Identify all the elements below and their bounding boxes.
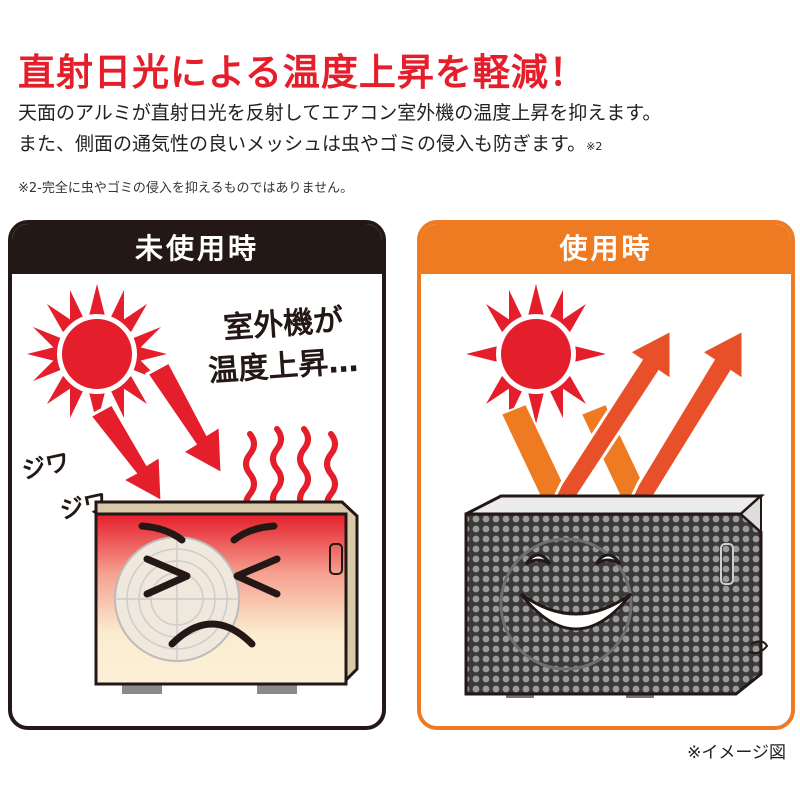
bubble-line-1: 室外機が xyxy=(222,303,344,346)
before-illustration: 室外機が 温度上昇… ジワ ジワ xyxy=(19,284,359,694)
sun-icon xyxy=(466,284,606,424)
description-line-2-text: また、側面の通気性の良いメッシュは虫やゴミの侵入も防ぎます。 xyxy=(18,133,587,155)
sun-icon xyxy=(27,284,167,424)
sunlight-arrow-icon xyxy=(87,359,224,505)
footnote: ※2-完全に虫やゴミの侵入を抑えるものではありません。 xyxy=(18,181,354,196)
panel-before-title: 未使用時 xyxy=(12,224,382,274)
headline: 直射日光による温度上昇を軽減！ xyxy=(18,51,587,94)
smiling-face-icon xyxy=(519,553,633,631)
panel-before-use: 未使用時 xyxy=(8,220,386,730)
image-caption: ※イメージ図 xyxy=(687,743,786,763)
bubble-line-2: 温度上昇… xyxy=(207,344,359,389)
after-illustration xyxy=(464,284,769,698)
distressed-face-icon xyxy=(138,522,281,648)
description-line-2: また、側面の通気性の良いメッシュは虫やゴミの侵入も防ぎます。※2 xyxy=(18,129,788,160)
panel-in-use-title: 使用時 xyxy=(421,224,791,274)
ac-unit-hot xyxy=(94,500,359,694)
footnote-mark: ※2 xyxy=(586,140,603,153)
heat-wave-icon xyxy=(243,426,338,517)
sound-effect-1: ジワ xyxy=(19,448,72,485)
reflected-sunlight-arrow-icon xyxy=(546,327,745,511)
ac-unit-covered xyxy=(464,493,769,698)
panel-in-use: 使用時 xyxy=(417,220,795,730)
description: 天面のアルミが直射日光を反射してエアコン室外機の温度上昇を抑えます。 また、側面… xyxy=(18,98,788,160)
description-line-1: 天面のアルミが直射日光を反射してエアコン室外機の温度上昇を抑えます。 xyxy=(18,102,662,124)
